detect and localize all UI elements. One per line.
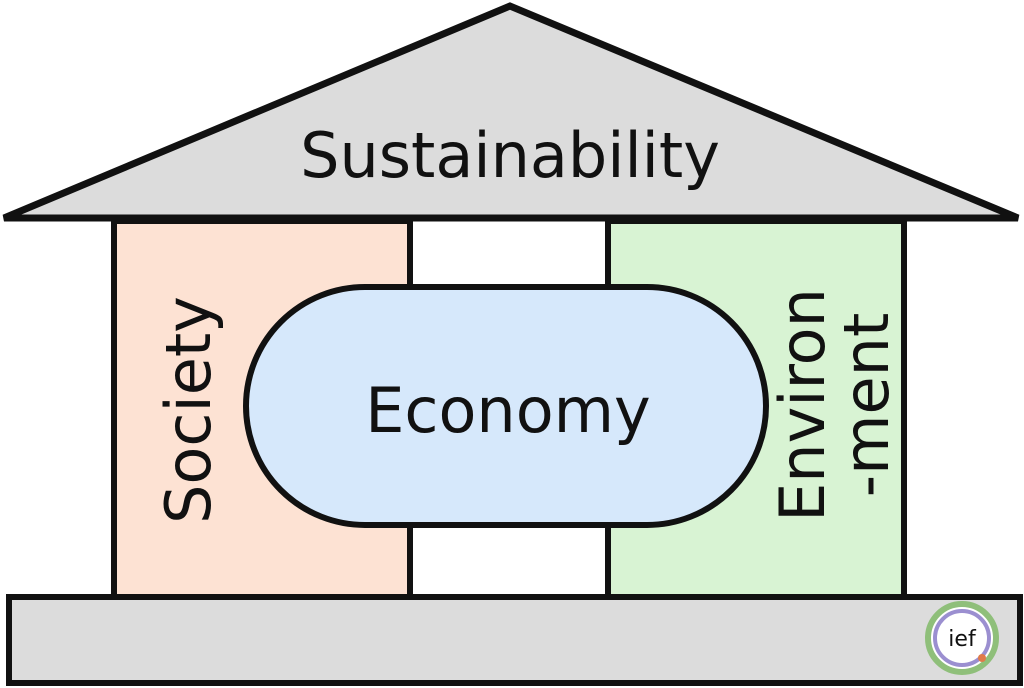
environment-label-line1: Environ <box>766 288 839 522</box>
ief-logo: ief <box>925 601 999 675</box>
roof <box>2 2 1020 222</box>
roof-label: Sustainability <box>300 119 720 192</box>
economy-capsule <box>243 284 769 528</box>
foundation-base <box>6 594 1023 686</box>
logo-text: ief <box>948 627 977 652</box>
economy-label: Economy <box>365 374 651 447</box>
environment-label-line2: -ment <box>830 313 903 498</box>
society-label: Society <box>152 296 225 524</box>
